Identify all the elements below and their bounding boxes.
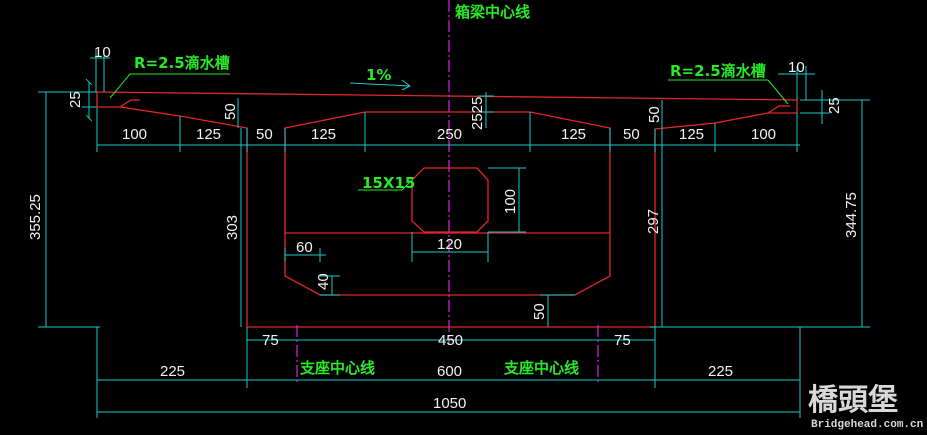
- dim-600: 600: [437, 363, 462, 380]
- dim-top-125-left-haunch: 125: [311, 126, 336, 143]
- watermark: 橋頭堡 Bridgehead.com.cn: [808, 383, 923, 431]
- dim-top-50-left: 50: [256, 126, 273, 143]
- dim-web-left-303: 303: [224, 215, 241, 240]
- drip-groove-left: [119, 99, 140, 108]
- dim-50-flange-left: 50: [222, 103, 239, 120]
- chamfer-label: 15X15: [362, 174, 415, 192]
- dim-bottom-50: 50: [531, 303, 548, 320]
- inner-cell: [284, 111, 611, 296]
- dim-top-125-left-flange: 125: [196, 126, 221, 143]
- dim-2525: 2525: [469, 97, 486, 130]
- bearing-centerline-label-right: 支座中心线: [503, 359, 579, 377]
- dim-75-right: 75: [614, 332, 631, 349]
- note-leaders: [109, 73, 789, 191]
- dim-25-right: 25: [826, 97, 843, 114]
- dim-web-right-297: 297: [645, 209, 662, 234]
- dim-chamfer-60: 60: [296, 239, 313, 256]
- bearing-centerline-label-left: 支座中心线: [299, 359, 375, 377]
- dimension-lines: [38, 50, 870, 418]
- dim-1050: 1050: [433, 395, 466, 412]
- central-hole: [411, 167, 489, 233]
- drip-groove-label-left: R=2.5滴水槽: [134, 54, 230, 72]
- dim-75-left: 75: [262, 332, 279, 349]
- dim-height-right-total: 344.75: [843, 192, 860, 238]
- dim-top-50-right: 50: [623, 126, 640, 143]
- watermark-brand: 橋頭堡: [808, 383, 898, 418]
- slope-label: 1%: [366, 66, 391, 84]
- dim-10-left: 10: [94, 44, 111, 61]
- dim-top-125-right-haunch: 125: [561, 126, 586, 143]
- dim-chamfer-40: 40: [315, 273, 332, 290]
- dim-hole-width-120: 120: [437, 236, 462, 253]
- dim-50-flange-right: 50: [646, 106, 663, 123]
- drip-groove-right: [767, 105, 790, 114]
- section-outline: [96, 91, 798, 328]
- dim-top-125-right-flange: 125: [679, 126, 704, 143]
- dim-top-100-left: 100: [122, 126, 147, 143]
- dim-450: 450: [438, 332, 463, 349]
- centerlines: [296, 0, 599, 385]
- outer-contour: [96, 91, 798, 328]
- dim-top-100-right: 100: [751, 126, 776, 143]
- dim-25-left: 25: [67, 91, 84, 108]
- dim-10-right: 10: [788, 59, 805, 76]
- dim-hole-height-100: 100: [502, 189, 519, 214]
- dim-height-left-total: 355.25: [27, 194, 44, 240]
- dim-top-250: 250: [437, 126, 462, 143]
- top-dimension-row: 100 125 50 125 250 125 50 125 100: [122, 126, 776, 143]
- dim-225-left: 225: [160, 363, 185, 380]
- drip-groove-label-right: R=2.5滴水槽: [670, 62, 766, 80]
- dim-225-right: 225: [708, 363, 733, 380]
- watermark-site: Bridgehead.com.cn: [811, 419, 923, 431]
- box-girder-centerline-label: 箱梁中心线: [455, 3, 530, 21]
